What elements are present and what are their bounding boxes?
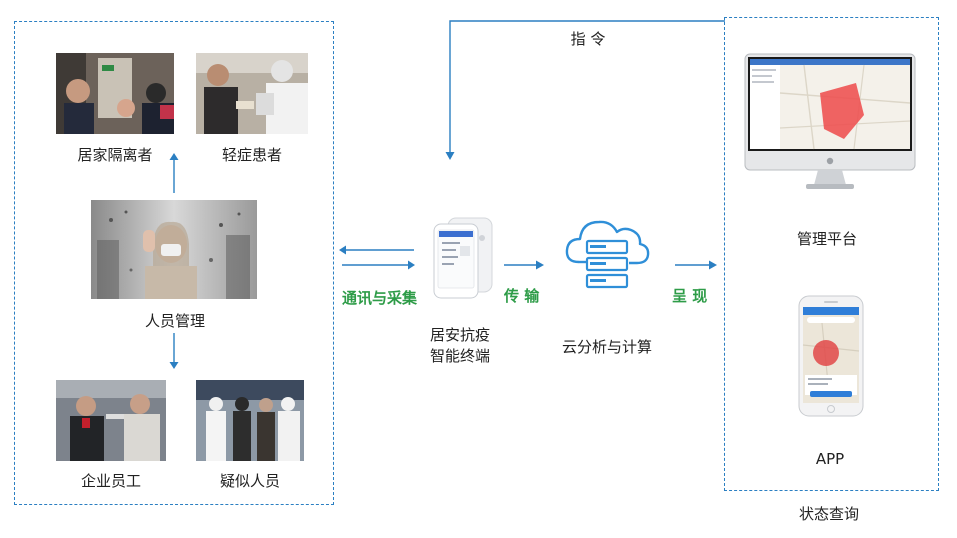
home-isolation-photo	[56, 53, 174, 134]
mild-patient-photo	[196, 53, 308, 134]
people-management-label: 人员管理	[144, 312, 205, 330]
status-query-label: 状态查询	[798, 505, 859, 523]
transfer-arrow	[504, 260, 544, 270]
command-feedback-arrow	[445, 20, 725, 160]
cloud-server-icon	[565, 220, 650, 289]
mild-patient-label: 轻症患者	[221, 146, 282, 164]
transfer-label: 传 输	[504, 287, 540, 305]
cloud-computing-label: 云分析与计算	[561, 338, 652, 356]
arrow-down-to-bottom-row	[169, 333, 179, 369]
home-isolation-label: 居家隔离者	[77, 146, 153, 164]
smart-terminal-label-line1: 居安抗疫	[429, 326, 490, 344]
status-query-panel	[724, 17, 939, 491]
present-arrow	[675, 260, 717, 270]
app-label: APP	[815, 450, 845, 468]
management-platform-monitor-icon	[744, 53, 916, 189]
smart-terminal-device-icon	[433, 217, 493, 299]
enterprise-staff-label: 企业员工	[80, 472, 141, 490]
comm-arrows	[339, 245, 415, 270]
present-label: 呈 现	[672, 287, 708, 305]
management-platform-label: 管理平台	[796, 230, 857, 248]
comm-collect-label: 通讯与采集	[342, 289, 418, 307]
people-management-panel	[14, 21, 334, 505]
suspected-person-photo	[196, 380, 304, 461]
smart-terminal-label-line2: 智能终端	[429, 347, 490, 365]
suspected-person-label: 疑似人员	[219, 472, 280, 490]
mobile-app-phone-icon	[798, 295, 864, 417]
enterprise-staff-photo	[56, 380, 166, 461]
arrow-up-to-top-row	[169, 153, 179, 193]
people-management-photo	[91, 200, 257, 299]
command-label: 指 令	[570, 30, 606, 48]
